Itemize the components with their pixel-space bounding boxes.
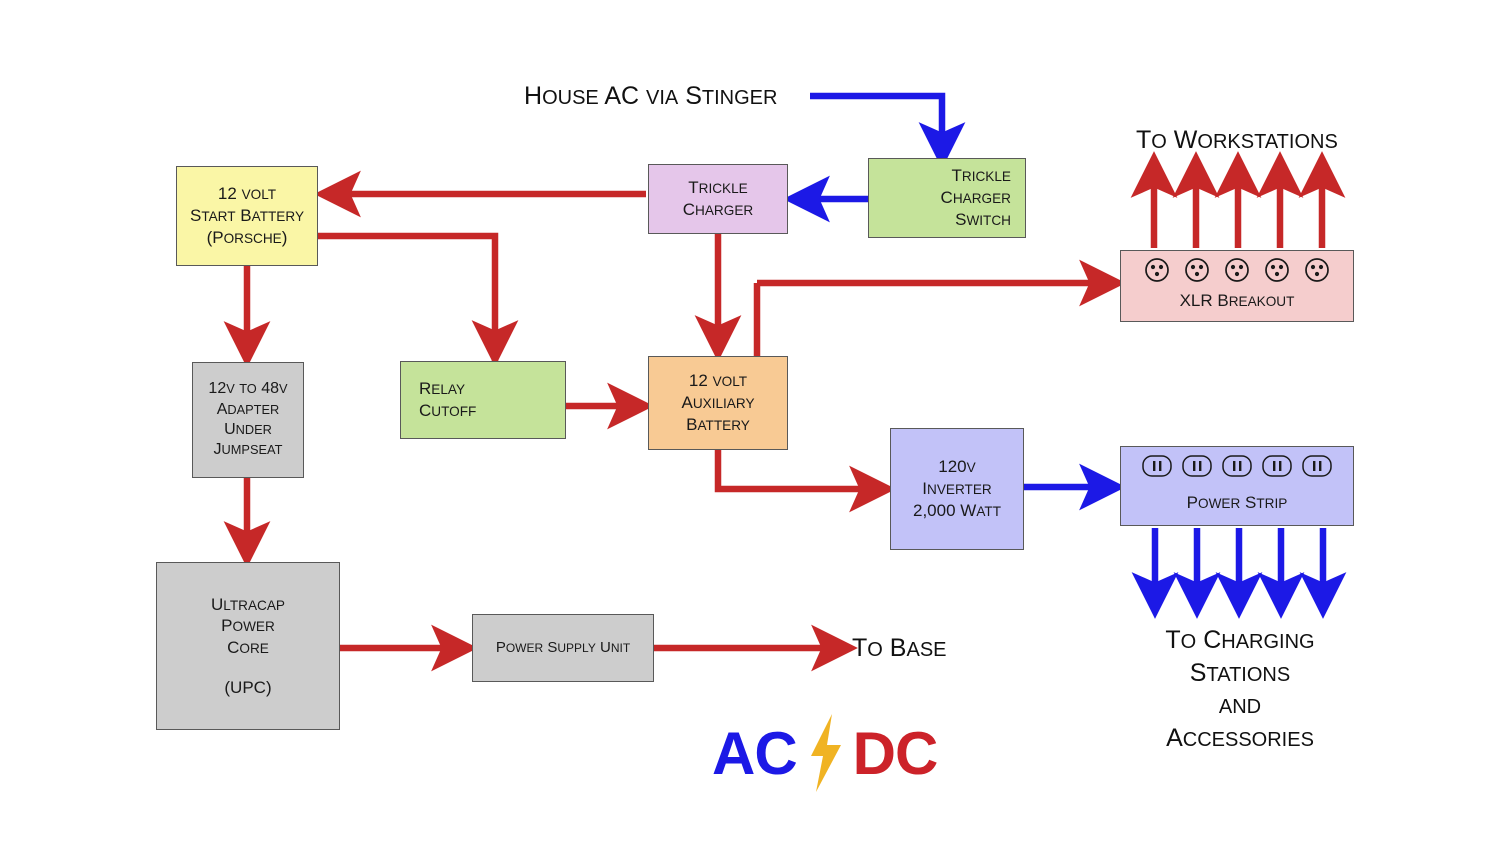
node-relay-cutoff[interactable]: RELAY CUTOFF (400, 361, 566, 439)
acdc-logo: AC DC (712, 712, 939, 794)
upc-line-1: ULTRACAP (211, 594, 285, 614)
wire-house-ac-to-switch (810, 92, 966, 169)
xlr-jack-icon (1265, 258, 1289, 282)
power-strip-outlet-row (1121, 454, 1353, 478)
upc-line-4: (UPC) (224, 677, 272, 697)
label-to-workstations: TO WORKSTATIONS (1136, 126, 1338, 154)
xlr-breakout-caption: XLR BREAKOUT (1179, 291, 1295, 311)
node-ultracap-power-core[interactable]: ULTRACAP POWER CORE (UPC) (156, 562, 340, 730)
lightning-bolt-icon (810, 714, 841, 792)
upc-line-3: CORE (227, 638, 269, 657)
aux-line-1: 12 VOLT (688, 371, 748, 391)
xlr-connector-row (1121, 257, 1353, 283)
node-start-battery[interactable]: 12 VOLT START BATTERY (PORSCHE) (176, 166, 318, 266)
xlr-jack-icon (1225, 258, 1249, 282)
power-strip-caption: POWER STRIP (1186, 493, 1288, 513)
tc-switch-line-2: CHARGER (940, 188, 1011, 208)
node-12v-to-48v-adapter[interactable]: 12V TO 48V ADAPTER UNDER JUMPSEAT (192, 362, 304, 478)
xlr-jack-icon (1145, 258, 1169, 282)
red-wires (223, 151, 1346, 672)
relay-line-2: CUTOFF (419, 401, 477, 420)
ac-outlet-icon (1182, 455, 1212, 477)
start-battery-line-1: 12 VOLT (217, 184, 277, 204)
tc-switch-line-1: TRICKLE (951, 166, 1012, 186)
node-trickle-charger-switch[interactable]: TRICKLE CHARGER SWITCH (868, 158, 1026, 238)
aux-line-3: BATTERY (686, 414, 750, 434)
node-inverter[interactable]: 120V INVERTER 2,000 WATT (890, 428, 1024, 550)
adapter-line-4: JUMPSEAT (213, 441, 283, 459)
node-power-supply-unit[interactable]: POWER SUPPLY UNIT (472, 614, 654, 682)
upc-line-2: POWER (221, 616, 275, 636)
xlr-jack-icon (1185, 258, 1209, 282)
trickle-line-1: TRICKLE (688, 178, 748, 198)
node-trickle-charger[interactable]: TRICKLE CHARGER (648, 164, 788, 234)
logo-dc-text: DC (852, 719, 939, 787)
xlr-jack-icon (1305, 258, 1329, 282)
label-to-base: TO BASE (852, 634, 947, 662)
ac-outlet-icon (1222, 455, 1252, 477)
tc-switch-line-3: SWITCH (955, 209, 1011, 229)
start-battery-line-3: (PORSCHE) (206, 227, 288, 247)
trickle-line-2: CHARGER (682, 200, 754, 219)
wire-start-battery-to-relay (318, 232, 519, 367)
adapter-line-2: ADAPTER (216, 400, 280, 418)
node-power-strip[interactable]: POWER STRIP (1120, 446, 1354, 526)
label-house-ac-via-stinger: HOUSE AC VIA STINGER (524, 82, 778, 110)
logo-ac-text: AC (712, 719, 798, 787)
aux-line-2: AUXILIARY (681, 393, 755, 413)
inverter-line-2: INVERTER (922, 479, 992, 499)
adapter-line-3: UNDER (224, 421, 272, 438)
psu-line-1: POWER SUPPLY UNIT (495, 639, 631, 657)
ac-outlet-icon (1262, 455, 1292, 477)
label-to-charging-stations-and-accessories: TO CHARGING STATIONS AND ACCESSORIES (1165, 626, 1315, 752)
start-battery-line-2: START BATTERY (189, 206, 305, 226)
inverter-line-3: 2,000 WATT (913, 500, 1001, 520)
node-auxiliary-battery[interactable]: 12 VOLT AUXILIARY BATTERY (648, 356, 788, 450)
inverter-line-1: 120V (938, 457, 976, 477)
blue-wires (783, 92, 1347, 619)
wire-aux-battery-to-inverter (714, 450, 896, 513)
ac-outlet-icon (1302, 455, 1332, 477)
ac-outlet-icon (1142, 455, 1172, 477)
adapter-line-1: 12V TO 48V (208, 380, 288, 398)
relay-line-1: RELAY (419, 379, 466, 399)
node-xlr-breakout[interactable]: XLR BREAKOUT (1120, 250, 1354, 322)
